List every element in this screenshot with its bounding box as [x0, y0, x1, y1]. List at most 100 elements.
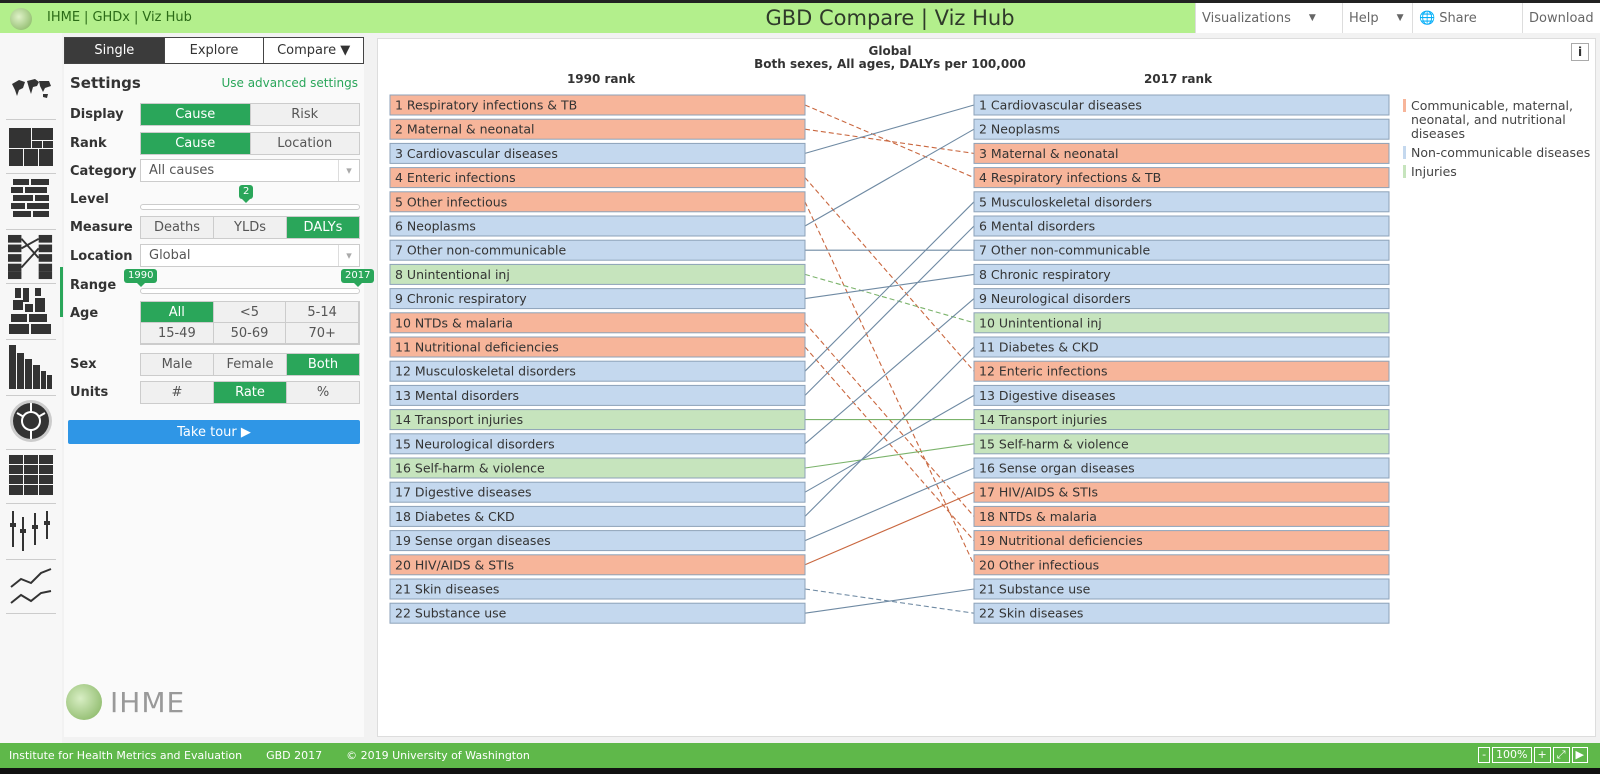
rank-2017-bar[interactable]: [973, 118, 1390, 140]
rank-2017-bar[interactable]: [973, 505, 1390, 527]
age-5-14-option[interactable]: 5-14: [286, 302, 359, 323]
line-chart-viz-icon[interactable]: [8, 563, 54, 611]
rank-1990-bar[interactable]: [389, 239, 806, 261]
category-select[interactable]: All causes: [140, 159, 360, 182]
rank-1990-bar[interactable]: [389, 554, 806, 576]
measure-deaths-option[interactable]: Deaths: [141, 217, 214, 238]
rank-1990-bar[interactable]: [389, 409, 806, 431]
footer-institute[interactable]: Institute for Health Metrics and Evaluat…: [9, 749, 243, 762]
treemap-viz-icon[interactable]: [8, 123, 54, 171]
level-slider-handle[interactable]: 2: [239, 185, 254, 203]
rank-1990-bar[interactable]: [389, 215, 806, 237]
age-50-69-option[interactable]: 50-69: [213, 323, 287, 344]
age-under5-option[interactable]: <5: [213, 302, 287, 323]
rank-2017-bar[interactable]: [973, 554, 1390, 576]
age-15-49-option[interactable]: 15-49: [141, 323, 214, 344]
level-slider[interactable]: 2: [140, 185, 360, 210]
range-start-handle[interactable]: 1990: [124, 269, 158, 287]
display-cause-option[interactable]: Cause: [141, 104, 251, 125]
heatmap-viz-icon[interactable]: [8, 451, 54, 499]
rank-2017-bar[interactable]: [973, 312, 1390, 334]
location-select[interactable]: Global: [140, 244, 360, 267]
rank-2017-bar[interactable]: [973, 409, 1390, 431]
rank-2017-bar[interactable]: [973, 578, 1390, 600]
menu-help[interactable]: Help▼: [1342, 3, 1412, 33]
rank-2017-bar[interactable]: [973, 94, 1390, 116]
uncertainty-viz-icon[interactable]: [8, 507, 54, 555]
rank-2017-bar[interactable]: [973, 481, 1390, 503]
tab-single[interactable]: Single: [65, 38, 165, 63]
brand-link-vizhub[interactable]: Viz Hub: [142, 10, 192, 25]
zoom-in-button[interactable]: +: [1533, 747, 1551, 763]
rank-2017-bar[interactable]: [973, 433, 1390, 455]
tab-compare[interactable]: Compare ▼: [264, 38, 364, 63]
rank-1990-bar[interactable]: [389, 481, 806, 503]
units-percent-option[interactable]: %: [316, 385, 330, 400]
rank-1990-bar[interactable]: [389, 384, 806, 406]
menu-download[interactable]: Download: [1522, 3, 1600, 33]
measure-dalys-option[interactable]: DALYs: [287, 217, 359, 238]
tab-explore[interactable]: Explore: [164, 38, 265, 63]
play-icon[interactable]: ▶: [1571, 747, 1588, 763]
rank-1990-bar[interactable]: [389, 457, 806, 479]
rank-1990-bar[interactable]: [389, 94, 806, 116]
zoom-out-button[interactable]: -: [1478, 747, 1491, 763]
units-rate-option[interactable]: Rate: [214, 382, 287, 403]
rank-2017-bar[interactable]: [973, 263, 1390, 285]
sex-female-option[interactable]: Female: [214, 354, 287, 375]
rank-2017-bar[interactable]: [973, 530, 1390, 552]
rank-1990-bar[interactable]: [389, 118, 806, 140]
advanced-settings-link[interactable]: Use advanced settings: [221, 76, 358, 90]
rank-2017-bar[interactable]: [973, 167, 1390, 189]
sunburst-viz-icon[interactable]: [8, 397, 54, 445]
year-range-slider[interactable]: 1990 2017: [124, 269, 375, 294]
rank-1990-bar[interactable]: [389, 433, 806, 455]
rank-1990-bar[interactable]: [389, 167, 806, 189]
stacked-bar-viz-icon[interactable]: [8, 177, 54, 225]
pyramid-viz-icon[interactable]: [8, 287, 54, 335]
take-tour-button[interactable]: Take tour ▶: [68, 420, 360, 444]
rank-1990-bar[interactable]: [389, 263, 806, 285]
arrow-diagram-viz-icon[interactable]: [8, 233, 54, 281]
brand-link-ghdx[interactable]: GHDx: [92, 10, 130, 25]
menu-visualizations[interactable]: Visualizations▼: [1195, 3, 1342, 33]
ihme-logo-icon[interactable]: [10, 8, 32, 30]
rank-1990-bar[interactable]: [389, 336, 806, 358]
rank-1990-bar[interactable]: [389, 602, 806, 624]
rank-1990-bar[interactable]: [389, 360, 806, 382]
sex-male-option[interactable]: Male: [141, 354, 214, 375]
map-viz-icon[interactable]: [8, 65, 54, 113]
brand-link-ihme[interactable]: IHME: [47, 10, 81, 25]
bar-sequence-viz-icon[interactable]: [8, 343, 54, 391]
rank-2017-bar[interactable]: [973, 142, 1390, 164]
display-risk-option[interactable]: Risk: [291, 107, 319, 122]
rank-1990-bar[interactable]: [389, 312, 806, 334]
rank-2017-bar[interactable]: [973, 336, 1390, 358]
rank-1990-label: 13 Mental disorders: [395, 388, 519, 403]
rank-2017-bar[interactable]: [973, 384, 1390, 406]
rank-1990-bar[interactable]: [389, 288, 806, 310]
rank-location-option[interactable]: Location: [277, 136, 333, 151]
sex-both-option[interactable]: Both: [287, 354, 359, 375]
rank-2017-bar[interactable]: [973, 360, 1390, 382]
rank-2017-bar[interactable]: [973, 288, 1390, 310]
rank-1990-bar[interactable]: [389, 578, 806, 600]
rank-1990-bar[interactable]: [389, 530, 806, 552]
age-all-option[interactable]: All: [141, 302, 214, 323]
rank-1990-bar[interactable]: [389, 505, 806, 527]
fullscreen-icon[interactable]: ⤢: [1552, 747, 1570, 763]
units-count-option[interactable]: #: [141, 382, 214, 403]
rank-2017-bar[interactable]: [973, 215, 1390, 237]
rank-cause-option[interactable]: Cause: [141, 133, 251, 154]
rank-2017-bar[interactable]: [973, 239, 1390, 261]
measure-ylds-option[interactable]: YLDs: [214, 217, 287, 238]
rank-1990-bar[interactable]: [389, 142, 806, 164]
rank-1990-bar[interactable]: [389, 191, 806, 213]
range-end-handle[interactable]: 2017: [341, 269, 375, 287]
rank-2017-bar[interactable]: [973, 457, 1390, 479]
rank-2017-bar[interactable]: [973, 191, 1390, 213]
rank-2017-bar[interactable]: [973, 602, 1390, 624]
info-icon[interactable]: i: [1571, 43, 1589, 61]
menu-share[interactable]: 🌐Share: [1412, 3, 1522, 33]
age-70plus-option[interactable]: 70+: [286, 323, 359, 344]
